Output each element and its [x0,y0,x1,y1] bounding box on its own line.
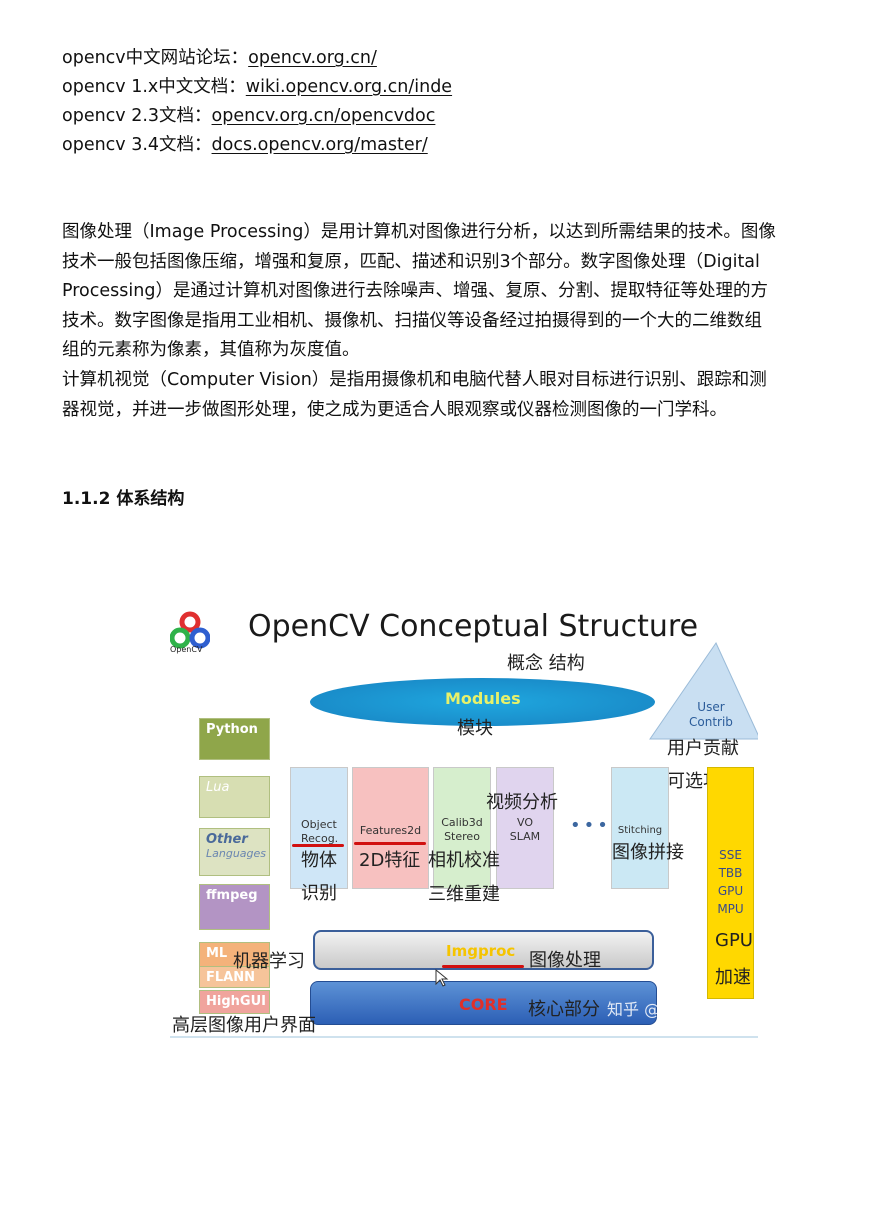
core-bar [310,981,657,1025]
ml-cn: 机器学习 [233,951,305,972]
module-line: Stereo [444,830,480,843]
highgui-box: HighGUI [199,990,270,1014]
docs-3-4-link[interactable]: docs.opencv.org/master/ [211,135,428,155]
paragraph-line: 技术一般包括图像压缩，增强和复原，匹配、描述和识别3个部分。数字图像处理（Dig… [62,251,760,272]
languages-label: Languages [206,847,267,860]
link-list: opencv中文网站论坛：opencv.org.cn/ opencv 1.x中文… [62,44,452,160]
core-cn: 核心部分 [528,999,600,1020]
link-label: opencv中文网站论坛： [62,48,249,68]
user-contrib-label: User Contrib [689,700,733,730]
user-contrib-line: User [697,700,725,714]
feat2d-cn: 2D特征 [359,850,421,871]
mouse-cursor-icon [435,969,449,987]
modules-cn: 模块 [457,718,493,739]
imgproc-cn: 图像处理 [529,950,601,971]
object-cn-2: 识别 [301,883,337,904]
modules-ellipse [310,678,655,726]
video-cn: 视频分析 [486,792,558,813]
user-contrib-line: Contrib [689,715,733,729]
gpu-item: MPU [717,902,744,916]
ffmpeg-box: ffmpeg [199,884,270,930]
link-row: opencv中文网站论坛：opencv.org.cn/ [62,44,452,73]
link-label: opencv 1.x中文文档： [62,77,246,97]
docs-2-3-link[interactable]: opencv.org.cn/opencvdoc [211,106,436,126]
highgui-cn: 高层图像用户界面 [172,1015,316,1036]
paragraph-line: 技术。数字图像是指用工业相机、摄像机、扫描仪等设备经过拍摄得到的一个大的二维数组 [62,310,762,331]
opencv-structure-figure: OpenCV OpenCV Conceptual Structure 概念 结构… [170,593,758,1038]
object-cn-1: 物体 [301,850,337,871]
gpu-item: TBB [718,866,743,880]
object-recog-module: Object Recog. [290,767,348,889]
imgproc-bar [313,930,654,970]
gpu-cn-1: GPU [715,930,753,951]
modules-label: Modules [445,689,521,708]
section-heading: 1.1.2 体系结构 [62,489,185,509]
paragraph-computer-vision: 计算机视觉（Computer Vision）是指用摄像机和电脑代替人眼对目标进行… [62,366,822,425]
gpu-item: SSE [719,848,742,862]
link-row: opencv 2.3文档：opencv.org.cn/opencvdoc [62,102,452,131]
module-line: Recog. [301,832,339,845]
paragraph-line: 组的元素称为像素，其值称为灰度值。 [62,340,360,360]
gpu-item: GPU [717,884,744,898]
module-line: VO [517,816,533,829]
link-row: opencv 3.4文档：docs.opencv.org/master/ [62,131,452,160]
link-label: opencv 2.3文档： [62,106,212,126]
paragraph-image-processing: 图像处理（Image Processing）是用计算机对图像进行分析，以达到所需… [62,218,822,366]
wiki-docs-link[interactable]: wiki.opencv.org.cn/inde [245,77,453,97]
user-contrib-cn: 用户贡献 [667,738,739,759]
forum-link[interactable]: opencv.org.cn/ [248,48,377,68]
calib3d-module: Calib3d Stereo [433,767,491,889]
vo-slam-module: VO SLAM [496,767,554,889]
link-row: opencv 1.x中文文档：wiki.opencv.org.cn/inde [62,73,452,102]
paragraph-line: 图像处理（Image Processing）是用计算机对图像进行分析，以达到所需… [62,222,776,242]
python-box: Python [199,718,270,760]
paragraph-line: 器视觉，并进一步做图形处理，使之成为更适合人眼观察或仪器检测图像的一门学科。 [62,399,727,420]
imgproc-label: Imgproc [446,942,516,960]
ellipsis-dots: ••• [570,815,611,836]
module-line: Stitching [617,825,663,836]
module-line: SLAM [509,830,541,843]
logo-caption: OpenCV [170,645,203,654]
imgproc-underline [442,965,524,968]
module-line: Object [301,818,337,831]
features-underline [354,842,426,845]
features2d-module: Features2d [352,767,429,889]
subtitle-cn: 概念 结构 [507,653,585,674]
lua-box: Lua [199,776,270,818]
gpu-acceleration-bar: SSE TBB GPU MPU [707,767,754,999]
module-line: Features2d [359,824,422,837]
paragraph-line: 计算机视觉（Computer Vision）是指用摄像机和电脑代替人眼对目标进行… [62,370,767,390]
opencv-logo-icon [170,611,210,649]
calib-cn: 相机校准 [428,850,500,871]
other-label: Other [206,832,248,847]
module-line: Calib3d [441,816,483,829]
other-languages-box: Other Languages [199,828,270,876]
recon-cn: 三维重建 [428,884,500,905]
user-contrib-triangle [649,641,758,740]
stitching-module: Stitching [611,767,669,889]
zhihu-watermark: 知乎 @Mengcius [607,1000,736,1019]
gpu-cn-2: 加速 [715,967,751,988]
figure-title: OpenCV Conceptual Structure [248,609,699,644]
object-underline [292,844,344,847]
flann-box: FLANN [199,966,270,988]
core-label: CORE [459,995,508,1014]
paragraph-line: Processing）是通过计算机对图像进行去除噪声、增强、复原、分割、提取特征… [62,281,768,301]
link-label: opencv 3.4文档： [62,135,212,155]
stitch-cn: 图像拼接 [612,842,684,863]
